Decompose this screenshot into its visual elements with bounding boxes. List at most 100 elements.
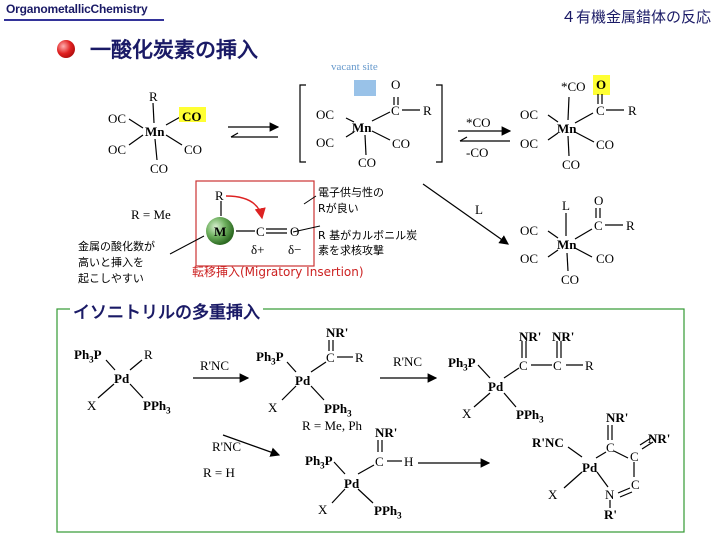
migratory-insertion-label: 転移挿入(Migratory Insertion) xyxy=(192,265,364,279)
atom-r: R xyxy=(626,218,635,233)
atom-r: R xyxy=(585,358,594,373)
intermediate-brackets xyxy=(299,84,443,163)
atom-pd: Pd xyxy=(295,373,311,388)
atom-h: H xyxy=(404,454,414,469)
atom-nr: NR' xyxy=(375,425,398,440)
atom-x: X xyxy=(462,406,472,421)
atom-co: CO xyxy=(596,137,615,152)
atom-co: CO xyxy=(596,251,615,266)
course-title: OrganometallicChemistry xyxy=(6,2,148,16)
atom-r: R xyxy=(423,103,432,118)
atom-nr: NR' xyxy=(648,431,671,446)
header-underline xyxy=(4,19,164,21)
note-donor-line1: 電子供与性の xyxy=(318,186,384,199)
atom-rnc: R'NC xyxy=(532,435,564,450)
atom-o-highlighted: O xyxy=(596,77,607,92)
atom-nr: NR' xyxy=(606,410,629,425)
atom-o: O xyxy=(290,224,300,239)
delta-minus: δ− xyxy=(288,242,302,257)
atom-ph3p: Ph3P xyxy=(448,355,476,373)
atom-oc: OC xyxy=(520,251,539,266)
atom-nr: NR' xyxy=(552,329,575,344)
atom-r: R xyxy=(355,350,364,365)
atom-co: CO xyxy=(184,142,203,157)
note-donor-line2: Rが良い xyxy=(318,202,359,215)
atom-c: C xyxy=(391,103,400,118)
atom-c: C xyxy=(553,358,562,373)
ligand-l-label: L xyxy=(475,202,483,217)
atom-mn: Mn xyxy=(145,124,165,139)
atom-pd: Pd xyxy=(488,379,504,394)
atom-mn: Mn xyxy=(557,121,577,136)
atom-nr: NR' xyxy=(326,325,349,340)
atom-r: R xyxy=(149,89,158,104)
vacant-site-box xyxy=(354,80,376,96)
red-bullet-icon xyxy=(57,40,75,58)
atom-ph3p: Ph3P xyxy=(74,347,102,365)
atom-oc: OC xyxy=(520,107,539,122)
isonitrile-frame xyxy=(56,308,685,533)
atom-pd: Pd xyxy=(344,476,360,491)
atom-r: R xyxy=(215,188,224,203)
atom-co: CO xyxy=(358,155,377,170)
atom-ph3p: Ph3P xyxy=(256,349,284,367)
atom-l: L xyxy=(562,198,570,213)
atom-c: C xyxy=(519,358,528,373)
section-title-isonitrile: イソニトリルの多重挿入 xyxy=(70,298,263,323)
atom-n: N xyxy=(605,487,615,502)
delta-plus: δ+ xyxy=(251,242,265,257)
atom-co-highlighted: CO xyxy=(182,109,202,124)
reagent-rnc-1: R'NC xyxy=(200,358,230,373)
atom-c: C xyxy=(631,477,640,492)
atom-oc: OC xyxy=(520,136,539,151)
atom-x: X xyxy=(87,398,97,413)
atom-c: C xyxy=(630,449,639,464)
complex-1-bonds xyxy=(128,102,183,161)
note-oxidation-line1: 金属の酸化数が xyxy=(78,240,155,253)
atom-r: R xyxy=(628,103,637,118)
atom-mn: Mn xyxy=(557,237,577,252)
atom-m: M xyxy=(214,224,227,239)
atom-r-prime: R' xyxy=(604,507,617,522)
plus-co-label: *CO xyxy=(466,115,491,130)
atom-co: CO xyxy=(150,161,169,176)
atom-c: C xyxy=(375,454,384,469)
atom-mn: Mn xyxy=(352,120,372,135)
atom-r: R xyxy=(144,347,153,362)
highlight-o xyxy=(593,75,610,95)
atom-co: CO xyxy=(561,272,580,287)
atom-c: C xyxy=(606,440,615,455)
highlight-co-1 xyxy=(179,107,206,122)
chapter-title: ４有機金属錯体の反応 xyxy=(560,8,711,26)
atom-pph3: PPh3 xyxy=(324,401,352,419)
atom-o: O xyxy=(391,77,401,92)
atom-oc: OC xyxy=(520,223,539,238)
atom-oc: OC xyxy=(108,142,127,157)
note-oxidation-line3: 起こしやすい xyxy=(78,272,144,285)
atom-co: CO xyxy=(562,157,581,172)
migratory-box xyxy=(195,180,315,267)
atom-x: X xyxy=(548,487,558,502)
page-title: 一酸化炭素の挿入 xyxy=(90,38,258,62)
reagent-rnc-3: R'NC xyxy=(212,439,242,454)
atom-ph3p: Ph3P xyxy=(305,453,333,471)
atom-oc: OC xyxy=(108,111,127,126)
note-oxidation-line2: 高いと挿入を xyxy=(78,256,144,269)
atom-pd: Pd xyxy=(114,371,130,386)
reagent-rnc-2: R'NC xyxy=(393,354,423,369)
atom-pd: Pd xyxy=(582,460,598,475)
atom-co: CO xyxy=(392,136,411,151)
atom-pph3: PPh3 xyxy=(374,503,402,521)
atom-oc: OC xyxy=(316,135,335,150)
atom-c: C xyxy=(596,103,605,118)
metal-sphere xyxy=(206,217,234,245)
minus-co-label: -CO xyxy=(466,145,489,160)
atom-c: C xyxy=(256,224,265,239)
atom-c: C xyxy=(326,350,335,365)
atom-star-co: *CO xyxy=(561,79,586,94)
atom-c: C xyxy=(594,218,603,233)
r-me-ph-label: R = Me, Ph xyxy=(302,418,363,433)
note-carbonyl-line2: 素を求核攻撃 xyxy=(318,244,384,257)
atom-oc: OC xyxy=(316,107,335,122)
